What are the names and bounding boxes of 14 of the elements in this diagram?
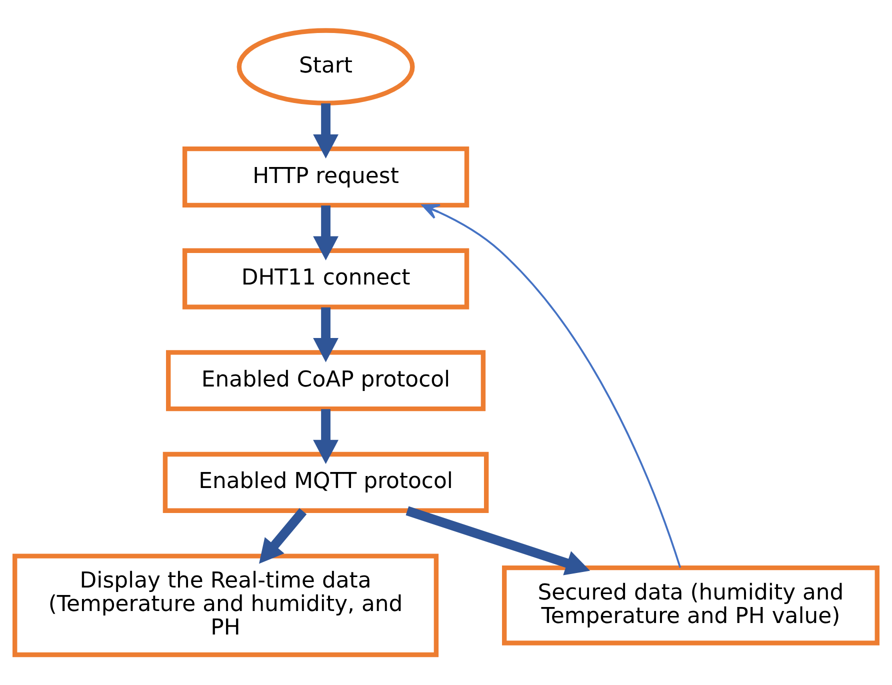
arrow	[422, 204, 682, 568]
node-ellipse: Start	[236, 28, 415, 106]
node-box: Secured data (humidity and Temperature and PH value)	[502, 565, 880, 646]
node-box: Enabled MQTT protocol	[162, 452, 489, 513]
arrow	[313, 206, 338, 260]
node-box: Enabled CoAP protocol	[166, 350, 486, 412]
node-box: HTTP request	[182, 146, 470, 208]
arrow	[313, 307, 338, 362]
arrow	[313, 409, 338, 464]
arrow	[313, 103, 338, 159]
node-box: DHT11 connect	[182, 248, 470, 310]
arrow	[406, 506, 590, 576]
node-box: Display the Real-time data (Temperature and humidity, and PH	[12, 554, 439, 658]
arrow	[259, 508, 307, 564]
